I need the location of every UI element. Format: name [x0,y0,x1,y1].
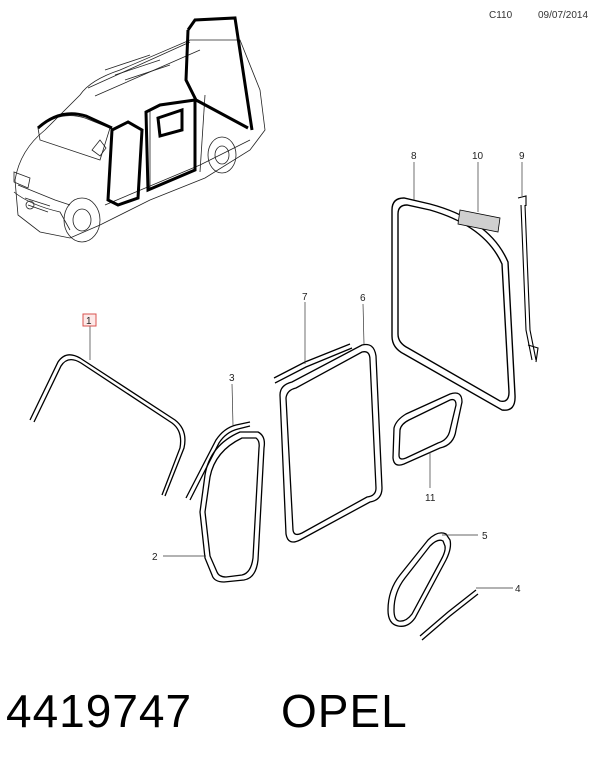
part-10-pad [457,209,501,233]
callout-7[interactable]: 7 [302,292,308,303]
callout-11[interactable]: 11 [425,493,436,504]
callout-10[interactable]: 10 [472,151,484,162]
callout-1-box[interactable] [82,313,97,327]
part-5-quarter-seal [387,532,452,627]
part-1-windshield-seal [29,354,186,497]
van-seal-highlights [36,16,254,207]
callout-8[interactable]: 8 [411,151,417,162]
part-3-strip [185,421,251,501]
callout-1[interactable]: 1 [86,316,92,327]
part-2-door-seal [199,431,266,583]
brand-name: OPEL [281,685,408,737]
part-9-rod [517,195,539,363]
callout-2[interactable]: 2 [152,552,158,563]
catalog-code: C110 [489,10,513,21]
callout-6[interactable]: 6 [360,293,366,304]
callout-9[interactable]: 9 [519,151,525,162]
part-8-rear-door-seal [391,197,516,411]
part-11-window-seal [392,392,463,466]
callout-4[interactable]: 4 [515,584,521,595]
part-number: 4419747 [6,685,193,737]
part-4-strip [419,589,479,641]
catalog-date: 09/07/2014 [538,10,589,21]
leader-lines [89,162,523,589]
callout-3[interactable]: 3 [229,373,235,384]
part-6-side-door-seal [279,343,383,543]
callout-5[interactable]: 5 [482,531,488,542]
van-illustration [13,39,266,243]
